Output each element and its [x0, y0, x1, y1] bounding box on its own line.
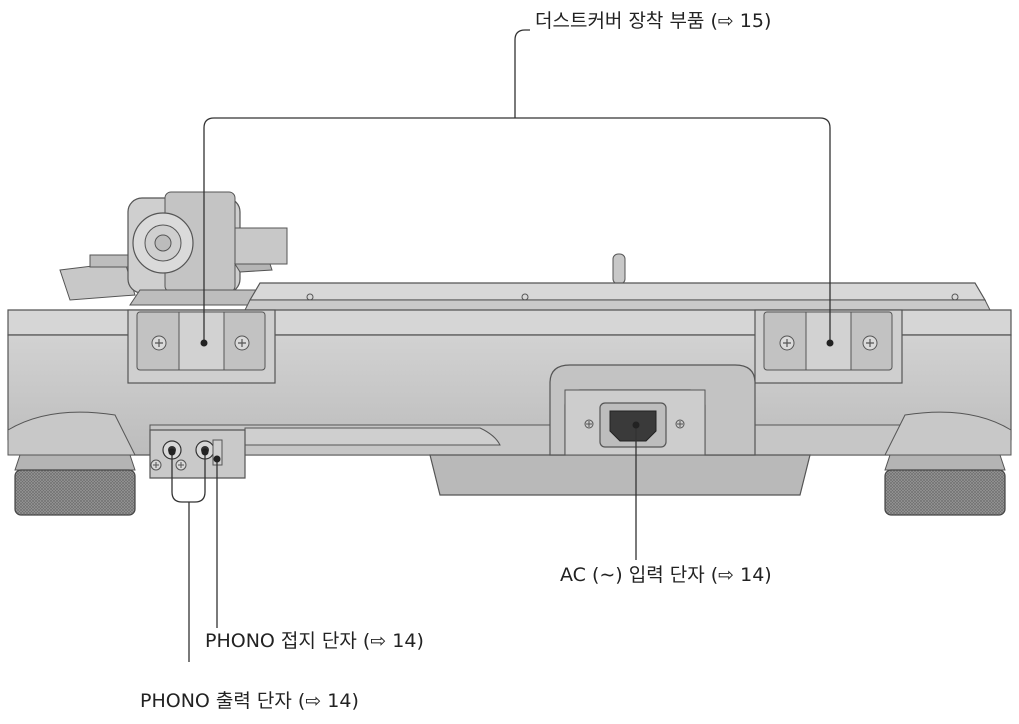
foot-right [884, 454, 1006, 516]
foot-left [14, 454, 136, 516]
spindle [612, 253, 626, 285]
label-dust-cover-mount: 더스트커버 장착 부품 (⇨ 15) [535, 10, 772, 32]
label-phono-ground: PHONO 접지 단자 (⇨ 14) [205, 630, 424, 652]
dust-cover-bracket [514, 29, 530, 118]
phono-terminal-panel [149, 429, 246, 479]
hinge-mount-left [127, 309, 276, 384]
top-plate [244, 282, 991, 311]
hinge-mount-right [754, 309, 903, 384]
phono-output-leader [171, 452, 206, 662]
callout-lines [168, 29, 834, 662]
ac-inlet-housing [549, 364, 756, 456]
tonearm-assembly [59, 191, 288, 306]
label-ac-input: AC (∼) 입력 단자 (⇨ 14) [560, 564, 772, 586]
label-phono-output: PHONO 출력 단자 (⇨ 14) [140, 690, 359, 712]
